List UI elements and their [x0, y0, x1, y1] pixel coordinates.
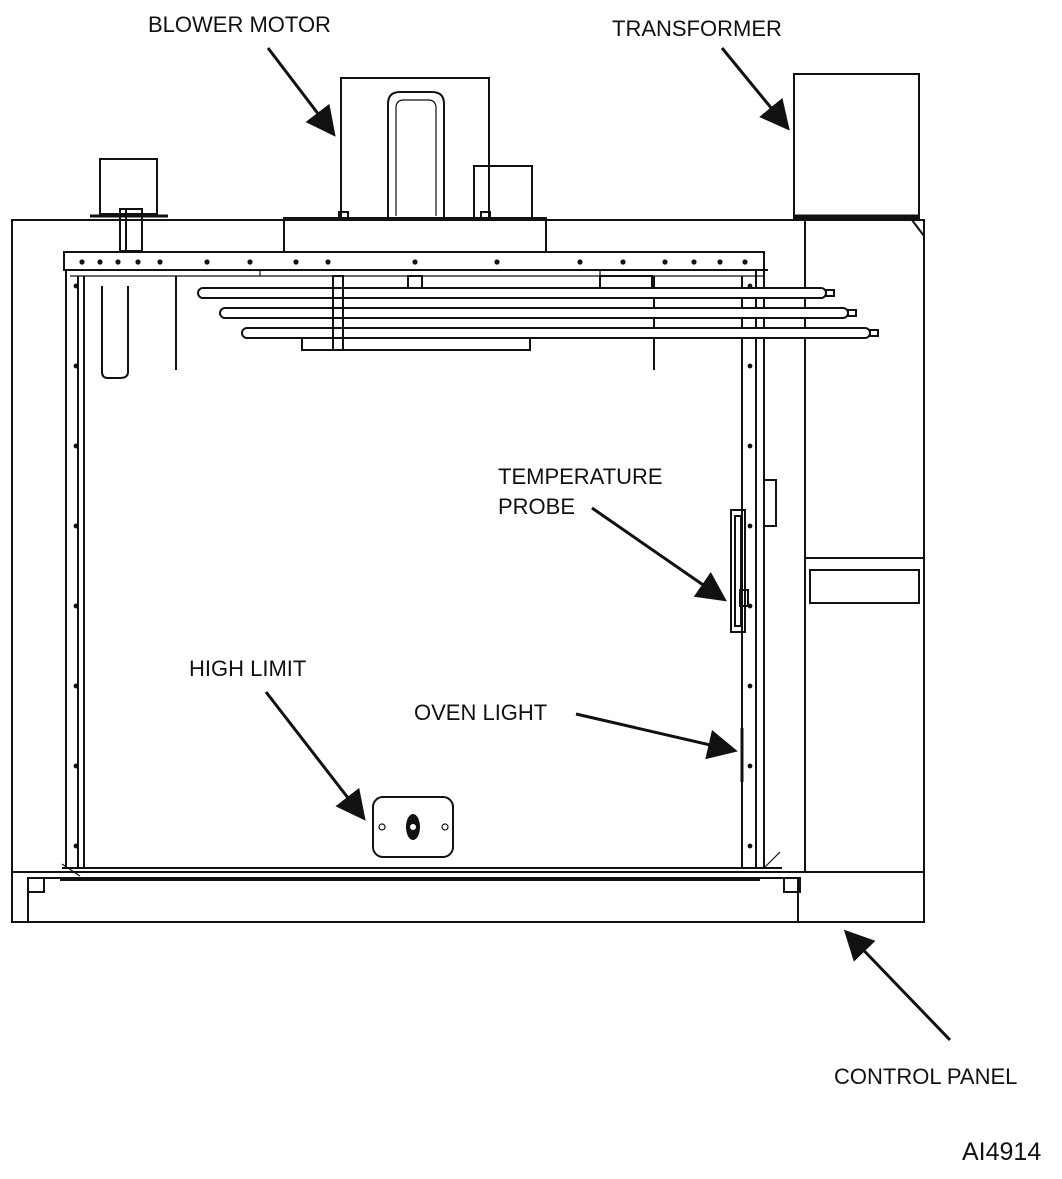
figure-code: AI4914	[962, 1138, 1042, 1166]
top-left-component	[90, 158, 168, 252]
arrow-temperature-probe	[591, 506, 727, 602]
arrow-high-limit	[264, 691, 366, 821]
label-temperature-probe-line1: TEMPERATURE	[498, 464, 663, 489]
label-high-limit: HIGH LIMIT	[189, 656, 307, 681]
high-limit-plate	[372, 796, 454, 858]
leader-arrows	[264, 47, 952, 1042]
arrow-oven-light	[575, 712, 738, 760]
label-oven-light: OVEN LIGHT	[414, 700, 548, 725]
label-control-panel: CONTROL PANEL	[834, 1064, 1018, 1089]
heating-elements	[101, 275, 879, 379]
label-temperature-probe-line2: PROBE	[498, 494, 576, 519]
control-panel-column	[804, 219, 925, 873]
base-rail	[11, 871, 925, 923]
transformer-box	[793, 73, 920, 219]
label-blower-motor: BLOWER MOTOR	[148, 12, 331, 37]
top-frame-rail	[63, 251, 768, 277]
arrow-transformer	[720, 47, 790, 131]
blower-motor-assembly	[283, 77, 547, 253]
arrow-control-panel	[843, 929, 952, 1042]
arrow-blower-motor	[266, 47, 336, 137]
oven-chamber	[61, 270, 782, 877]
label-transformer: TRANSFORMER	[612, 16, 782, 41]
temperature-probe	[730, 479, 777, 633]
